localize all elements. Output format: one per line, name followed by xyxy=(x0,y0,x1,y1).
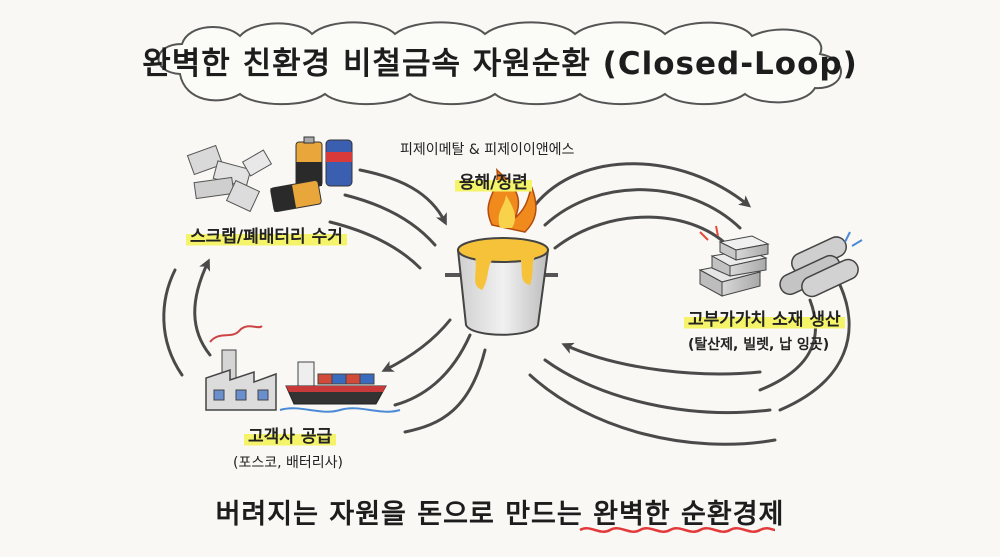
product-label: 고부가가치 소재 생산 xyxy=(684,305,845,330)
scrap-label: 스크랩/폐배터리 수거 xyxy=(186,222,347,247)
furnace-illustration xyxy=(445,167,558,336)
factory-ship-illustration xyxy=(205,325,401,413)
smelt-label: 용해/정련 xyxy=(455,168,532,193)
flow-arrow-product-to-smelt xyxy=(528,342,777,446)
product-detail: (탈산제, 빌렛, 납 잉곳) xyxy=(688,337,830,353)
scrap-battery-illustration xyxy=(186,136,353,213)
slogan: 버려지는 자원을 돈으로 만드는 완벽한 순환경제 xyxy=(0,492,1000,531)
page-title: 완벽한 친환경 비철금속 자원순환 (Closed-Loop) xyxy=(142,46,858,82)
smelt-company-label: 피제이메탈 & 피제이이앤에스 xyxy=(400,142,575,158)
customer-detail: (포스코, 배터리사) xyxy=(233,455,343,471)
title-cloud-shape xyxy=(157,21,842,106)
flow-arrow-smelt-to-product xyxy=(533,162,752,252)
flow-arrow-smelt-to-customer xyxy=(381,318,487,434)
customer-label: 고객사 공급 xyxy=(244,422,337,447)
slogan-underline xyxy=(579,526,776,533)
ingot-billet-illustration xyxy=(698,225,863,298)
flow-arrow-scrap-to-smelt xyxy=(328,168,447,270)
flow-arrow-customer-to-scrap xyxy=(162,258,212,377)
slogan-prefix: 버려지는 자원을 돈으로 만드는 xyxy=(215,499,594,530)
slogan-emphasis: 완벽한 순환경제 xyxy=(593,499,785,530)
